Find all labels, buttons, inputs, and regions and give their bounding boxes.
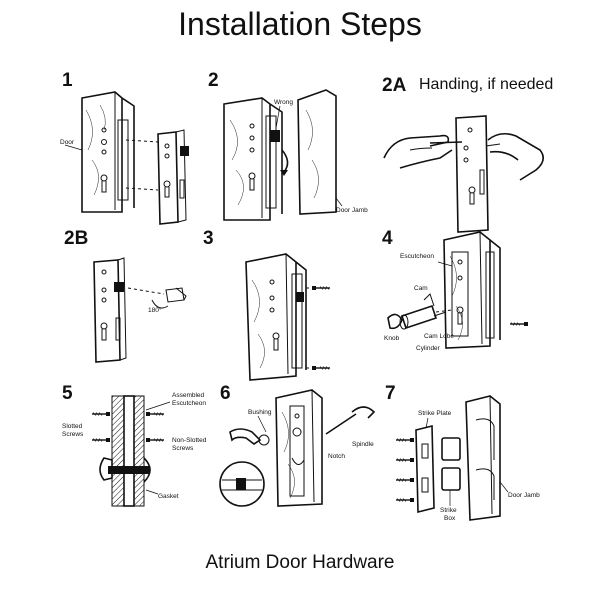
step-7-label-strike-plate: Strike Plate bbox=[418, 410, 452, 417]
step-2-wrong-pointer bbox=[275, 105, 281, 129]
step-6-bushing-pointer bbox=[257, 415, 267, 433]
step-7-screw bbox=[395, 437, 415, 443]
step-2-arrow-head bbox=[280, 170, 288, 176]
step-2a-screwdriver bbox=[429, 141, 463, 144]
step-4-label-cylinder: Cylinder bbox=[416, 345, 441, 352]
step-2b-number: 2B bbox=[64, 228, 88, 249]
step-2a-right-hand bbox=[485, 132, 544, 181]
step-1-panel: 1 Door bbox=[60, 70, 189, 225]
step-3-panel: 3 bbox=[203, 228, 331, 381]
step-5-label-gasket: Gasket bbox=[158, 493, 179, 500]
step-5-panel: 5 Assembled Escutcheon Slotted Screws No… bbox=[62, 383, 207, 507]
step-4-label-knob: Knob bbox=[384, 335, 400, 342]
step-7-screw bbox=[395, 457, 415, 463]
step-4-cylinder bbox=[399, 293, 447, 330]
step-3-door bbox=[245, 253, 307, 381]
step-2-arrow bbox=[281, 149, 289, 173]
step-4-escutcheon-pointer bbox=[437, 261, 453, 267]
step-4-label-cam: Cam bbox=[414, 285, 428, 292]
step-6-lever bbox=[229, 428, 270, 446]
step-5-label-nonslotted-screws: Screws bbox=[172, 445, 194, 452]
step-2b-label-angle: 180° bbox=[148, 306, 162, 314]
step-2b-latch bbox=[165, 287, 187, 303]
step-5-door-section bbox=[111, 395, 145, 507]
step-6-detail-inset bbox=[219, 461, 265, 507]
step-7-number: 7 bbox=[385, 383, 396, 404]
step-6-spindle bbox=[325, 406, 376, 435]
step-6-panel: 6 Bushing Notch Spindle bbox=[219, 383, 376, 507]
step-2b-guide-line bbox=[127, 287, 165, 295]
step-6-label-notch: Notch bbox=[328, 453, 345, 460]
step-2a-caption: Handing, if needed bbox=[419, 76, 553, 93]
step-7-jamb-pointer bbox=[499, 481, 509, 493]
step-3-screw bbox=[311, 285, 331, 291]
step-1-guide-line bbox=[125, 139, 159, 143]
step-7-screw bbox=[395, 497, 415, 503]
step-6-label-spindle: Spindle bbox=[352, 441, 374, 448]
step-2a-number: 2A bbox=[382, 75, 407, 96]
step-5-number: 5 bbox=[62, 383, 73, 404]
step-5-knob bbox=[99, 457, 151, 483]
step-2-door bbox=[223, 97, 283, 221]
step-6-door bbox=[275, 389, 323, 507]
step-5-slotted-screw bbox=[91, 411, 111, 417]
step-7-strike-box bbox=[441, 437, 461, 491]
step-3-screw bbox=[311, 365, 331, 371]
step-4-label-cam-lobe: Cam Lobe bbox=[424, 333, 454, 340]
step-5-label-slotted-screws: Screws bbox=[62, 431, 84, 438]
step-1-lock-body bbox=[157, 129, 189, 225]
step-7-panel: 7 Strike Plate Strike Box Door Jamb bbox=[385, 383, 540, 522]
step-2b-rotate-arrow bbox=[151, 299, 169, 309]
step-2-label-wrong: Wrong bbox=[274, 99, 293, 106]
step-7-door-jamb bbox=[465, 395, 501, 521]
step-4-knob bbox=[387, 313, 403, 330]
step-5-label-nonslotted: Non-Slotted bbox=[172, 437, 207, 444]
step-4-screw bbox=[509, 321, 529, 327]
step-1-guide-line bbox=[125, 187, 159, 191]
step-2b-panel: 2B 180° bbox=[64, 228, 187, 363]
step-3-number: 3 bbox=[203, 228, 214, 249]
step-6-label-bushing: Bushing bbox=[248, 409, 272, 416]
step-2a-panel: 2A Handing, if needed bbox=[382, 75, 553, 233]
step-5-nonslotted-screw bbox=[145, 411, 165, 417]
step-1-label-door: Door bbox=[60, 139, 75, 146]
step-2a-left-hand bbox=[383, 134, 453, 169]
step-7-screw bbox=[395, 477, 415, 483]
step-7-label-strike: Strike bbox=[440, 507, 457, 514]
step-1-door bbox=[64, 91, 135, 213]
step-5-escutcheon-pointer bbox=[145, 401, 171, 411]
step-4-panel: 4 Escutcheon Cam Cam Lobe Cylinder bbox=[382, 228, 529, 352]
step-5-gasket-pointer bbox=[145, 489, 159, 495]
step-7-label-box: Box bbox=[444, 515, 456, 522]
page-title: Installation Steps bbox=[178, 6, 422, 42]
step-2-number: 2 bbox=[208, 70, 219, 91]
step-4-number: 4 bbox=[382, 228, 393, 249]
step-7-plate-pointer bbox=[425, 417, 429, 429]
step-4-guide-line bbox=[435, 309, 453, 313]
step-4-door bbox=[443, 231, 501, 349]
step-2-door-jamb bbox=[297, 89, 337, 215]
step-6-number: 6 bbox=[220, 383, 231, 404]
step-5-label-assembled: Assembled bbox=[172, 392, 205, 399]
footer-brand: Atrium Door Hardware bbox=[205, 552, 395, 573]
step-2b-lock-plate bbox=[93, 257, 127, 363]
step-5-label-escutcheon: Escutcheon bbox=[172, 400, 206, 407]
step-1-number: 1 bbox=[62, 70, 73, 91]
step-5-slotted-screw bbox=[91, 437, 111, 443]
step-5-nonslotted-screw bbox=[145, 437, 165, 443]
step-7-label-jamb: Door Jamb bbox=[508, 492, 540, 499]
step-2-label-jamb: Door Jamb bbox=[336, 207, 368, 214]
step-4-label-escutcheon: Escutcheon bbox=[400, 253, 434, 260]
step-5-label-slotted: Slotted bbox=[62, 423, 83, 430]
step-2-panel: 2 Wrong Door Jamb bbox=[208, 70, 368, 221]
step-2a-lock-plate bbox=[455, 115, 489, 233]
step-2-jamb-pointer bbox=[335, 197, 343, 207]
step-7-strike-plate bbox=[415, 424, 435, 514]
